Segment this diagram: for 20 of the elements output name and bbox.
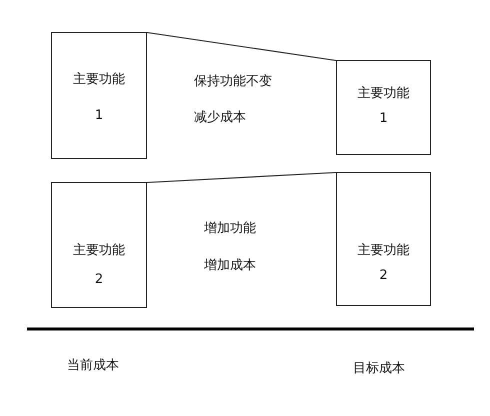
box-title: 主要功能 bbox=[358, 243, 410, 259]
box-title: 主要功能 bbox=[73, 72, 125, 88]
box-number: 2 bbox=[94, 272, 104, 288]
change-note: 减少成本 bbox=[194, 110, 246, 126]
connector-line bbox=[146, 172, 336, 184]
box-title: 主要功能 bbox=[73, 243, 125, 259]
box-number: 1 bbox=[94, 108, 104, 124]
function-box bbox=[51, 182, 147, 308]
box-number: 2 bbox=[379, 268, 388, 284]
connector-line bbox=[146, 32, 336, 62]
function-box bbox=[51, 32, 147, 159]
change-note: 增加成本 bbox=[204, 258, 256, 274]
change-note: 增加功能 bbox=[204, 221, 256, 237]
change-note: 保持功能不变 bbox=[194, 74, 272, 90]
column-label: 当前成本 bbox=[67, 358, 119, 374]
function-box bbox=[336, 60, 431, 155]
function-box bbox=[336, 172, 431, 306]
column-label: 目标成本 bbox=[353, 361, 405, 377]
box-number: 1 bbox=[379, 111, 388, 127]
box-title: 主要功能 bbox=[358, 86, 410, 102]
